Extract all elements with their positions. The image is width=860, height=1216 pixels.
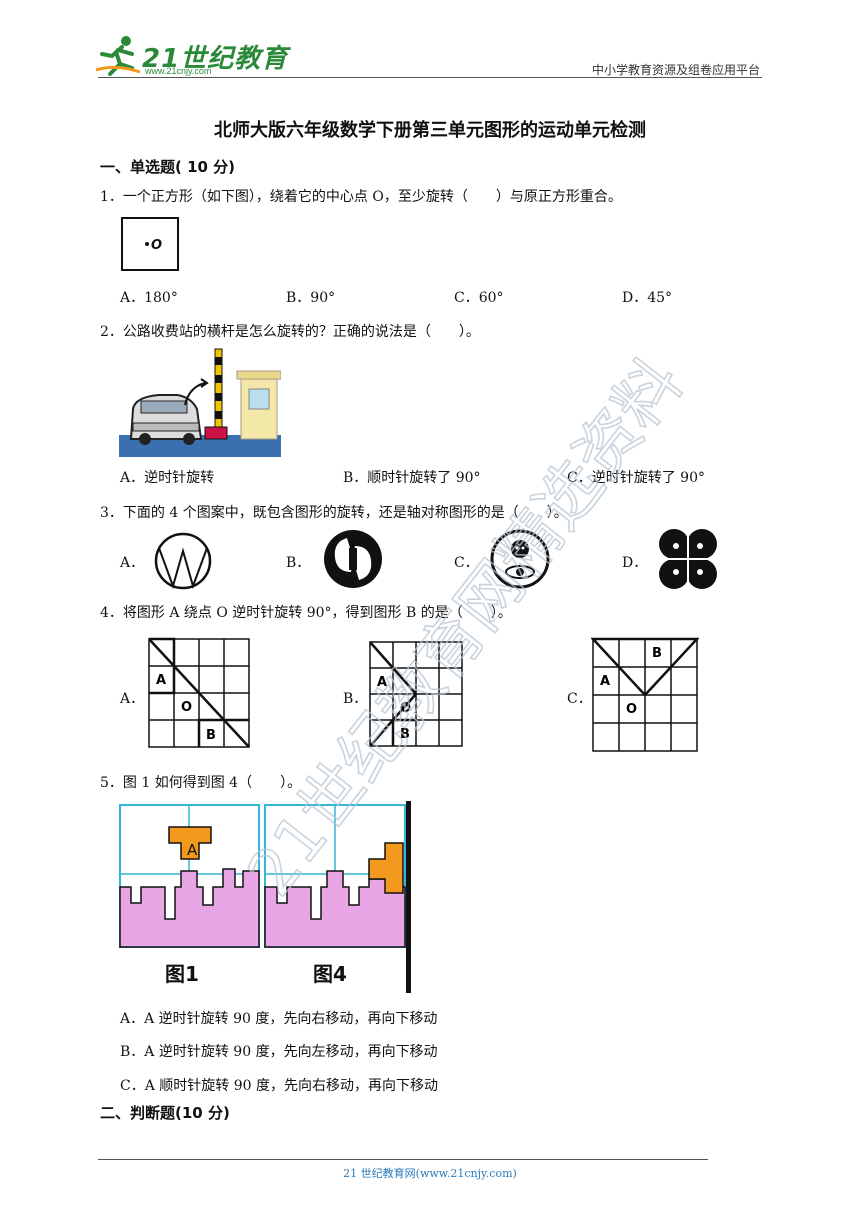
q5-option-b[interactable]: B．A 逆时针旋转 90 度，先向左移动，再向下移动: [120, 1044, 438, 1060]
q3-pattern-c: [490, 529, 550, 589]
q4a-label-a: A: [156, 673, 166, 688]
header-divider: [98, 77, 762, 78]
q5-figure: A 图1 图4: [117, 801, 413, 993]
q3-option-a[interactable]: A．: [120, 555, 145, 571]
q4a-label-o: O: [181, 700, 192, 715]
q2-option-c[interactable]: C．逆时针旋转了 90°: [567, 470, 705, 486]
q1-option-d[interactable]: D．45°: [622, 290, 673, 306]
q5-panel-2: 图4: [264, 804, 406, 986]
q4b-label-o: O: [400, 701, 411, 716]
q3-pattern-d: [659, 529, 717, 589]
q5-caption-1: 图1: [165, 962, 199, 986]
section-single-choice: 一、单选题( 10 分): [100, 158, 236, 176]
logo-url: www.21cnjy.com: [145, 66, 212, 76]
question-2: 2．公路收费站的横杆是怎么旋转的？正确的说法是（ ）。: [100, 324, 480, 340]
q3-pattern-a: [154, 532, 212, 590]
question-1: 1．一个正方形（如下图），绕着它的中心点 O，至少旋转（ ）与原正方形重合。: [100, 189, 622, 205]
page-title: 北师大版六年级数学下册第三单元图形的运动单元检测: [214, 120, 646, 141]
q4-option-a[interactable]: A．: [120, 691, 145, 707]
q4-option-c[interactable]: C．: [567, 691, 592, 707]
q4-option-b[interactable]: B．: [343, 691, 368, 707]
q4c-label-b: B: [652, 646, 662, 661]
section-true-false: 二、判断题(10 分): [100, 1104, 230, 1122]
q5-caption-4: 图4: [313, 962, 347, 986]
question-4: 4．将图形 A 绕点 O 逆时针旋转 90°，得到图形 B 的是（ ）。: [100, 605, 512, 621]
q4a-label-b: B: [206, 728, 216, 743]
q3-pattern-b: [324, 530, 382, 588]
q1-center-label: O: [151, 238, 162, 253]
q4-grid-c: A O B: [591, 637, 699, 752]
logo-text: 21世纪教育: [142, 44, 289, 74]
footer-text: 21 世纪教育网(www.21cnjy.com): [343, 1167, 517, 1180]
q2-option-a[interactable]: A．逆时针旋转: [120, 470, 215, 486]
q1-option-c[interactable]: C．60°: [454, 290, 504, 306]
q1-option-b[interactable]: B．90°: [286, 290, 336, 306]
question-3: 3．下面的 4 个图案中，既包含图形的旋转，还是轴对称图形的是（ ）。: [100, 505, 568, 521]
q5-option-c[interactable]: C．A 顺时针旋转 90 度，先向右移动，再向下移动: [120, 1078, 438, 1094]
q2-toll-gate-figure: [119, 347, 281, 457]
q2-option-b[interactable]: B．顺时针旋转了 90°: [343, 470, 481, 486]
q4-grid-b: A O B: [369, 641, 463, 747]
logo-runner-icon: [96, 36, 141, 76]
q5-option-a[interactable]: A．A 逆时针旋转 90 度，先向右移动，再向下移动: [120, 1011, 438, 1027]
q4b-label-b: B: [400, 727, 410, 742]
header-platform-text: 中小学教育资源及组卷应用平台: [591, 63, 760, 77]
q5-shape-label: A: [187, 841, 198, 859]
q5-panel-1: A 图1: [119, 804, 260, 986]
q3-option-c[interactable]: C．: [454, 555, 479, 571]
q1-square-figure: O: [121, 217, 179, 271]
q4c-label-o: O: [626, 702, 637, 717]
q1-option-a[interactable]: A．180°: [120, 290, 178, 306]
footer-divider: [98, 1159, 708, 1160]
q3-option-b[interactable]: B．: [286, 555, 311, 571]
q4c-label-a: A: [600, 674, 610, 689]
q4b-label-a: A: [377, 675, 387, 690]
q3-option-d[interactable]: D．: [622, 555, 648, 571]
q4-grid-a: A O B: [148, 637, 250, 748]
question-5: 5．图 1 如何得到图 4（ ）。: [100, 775, 302, 791]
